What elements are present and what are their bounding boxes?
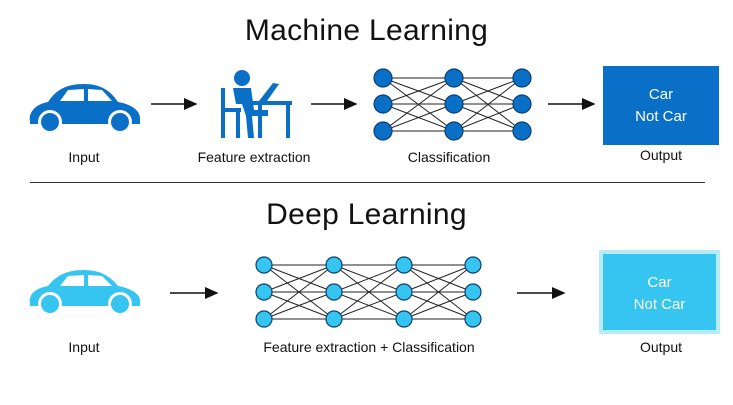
dl-network-node	[255, 256, 273, 274]
ml-network-connection	[453, 103, 523, 132]
ml-car-icon	[29, 84, 141, 134]
dl-network-node	[395, 283, 413, 301]
dl-network-node	[395, 256, 413, 274]
dl-network-node	[395, 310, 413, 328]
ml-network-connection	[382, 103, 455, 132]
ml-network-node	[373, 121, 393, 141]
dl-network-connection	[403, 264, 474, 320]
ml-output-option-not-car: Not Car	[635, 108, 687, 125]
ml-feature-extraction-label: Feature extraction	[197, 149, 311, 165]
ml-network-node	[373, 68, 393, 88]
dl-output-label: Output	[639, 339, 683, 355]
ml-network-node	[444, 68, 464, 88]
dl-network-node	[464, 310, 482, 328]
ml-output-label: Output	[639, 147, 683, 163]
dl-output-box	[603, 254, 716, 330]
dl-network-node	[325, 283, 343, 301]
dl-title: Deep Learning	[266, 198, 467, 231]
ml-output-box	[603, 66, 719, 145]
dl-network-connection	[333, 291, 405, 320]
dl-network-node	[255, 283, 273, 301]
dl-network-node	[325, 310, 343, 328]
dl-network-connection	[333, 264, 405, 293]
ml-classification-label: Classification	[407, 149, 491, 165]
dl-input-label: Input	[68, 339, 100, 355]
dl-network-connection	[333, 264, 405, 320]
dl-network-node	[464, 256, 482, 274]
ml-network-node	[512, 68, 532, 88]
dl-network-connection	[403, 291, 474, 320]
ml-network-node	[512, 94, 532, 114]
ml-output-option-car: Car	[648, 86, 674, 103]
ml-neural-network	[373, 68, 532, 141]
dl-network-connection	[263, 264, 335, 293]
dl-network-node	[464, 283, 482, 301]
dl-output-option-car: Car	[647, 274, 672, 291]
ml-network-connection	[382, 77, 455, 105]
ml-network-connection	[382, 77, 455, 132]
section-divider	[30, 182, 705, 183]
dl-network-node	[255, 310, 273, 328]
ml-title: Machine Learning	[244, 14, 489, 47]
ml-network-connection	[453, 77, 523, 105]
dl-neural-network	[255, 256, 482, 328]
dl-network-connection	[263, 291, 335, 320]
dl-network-connection	[403, 264, 474, 293]
dl-car-icon	[29, 270, 141, 316]
ml-network-node	[444, 121, 464, 141]
ml-network-node	[444, 94, 464, 114]
dl-feature-classification-label: Feature extraction + Classification	[263, 339, 475, 355]
ml-output-options: Car Not Car	[603, 84, 719, 128]
dl-output-option-not-car: Not Car	[633, 296, 686, 313]
ml-input-label: Input	[68, 149, 100, 165]
ml-network-node	[512, 121, 532, 141]
dl-output-options: Car Not Car	[603, 272, 716, 316]
ml-person-at-laptop-icon	[221, 70, 292, 138]
dl-network-node	[325, 256, 343, 274]
ml-network-connection	[453, 77, 523, 132]
ml-network-node	[373, 94, 393, 114]
dl-network-connection	[263, 264, 335, 320]
